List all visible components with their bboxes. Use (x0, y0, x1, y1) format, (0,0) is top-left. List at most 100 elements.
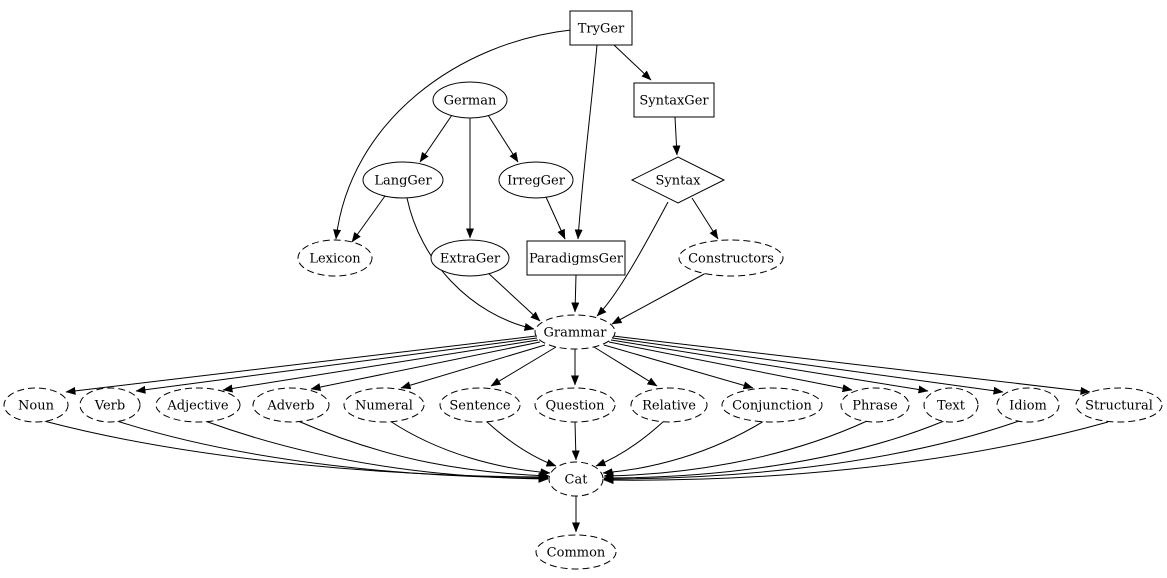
edge-Grammar-to-Text (610, 339, 929, 394)
edge-Numeral-to-Cat (389, 420, 551, 477)
node-label-Adjective: Adjective (166, 399, 228, 414)
node-label-Relative: Relative (642, 399, 696, 414)
edge-TryGer-to-SyntaxGer (613, 44, 652, 81)
edge-Text-to-Cat (603, 420, 945, 482)
node-label-TryGer: TryGer (578, 22, 625, 37)
node-label-Text: Text (937, 399, 966, 414)
node-label-Numeral: Numeral (355, 399, 413, 414)
node-shape-Sentence (439, 387, 521, 423)
node-shape-ExtraGer (430, 239, 510, 277)
edge-Grammar-to-Adjective (222, 339, 539, 393)
node-label-Structural: Structural (1085, 399, 1153, 414)
node-Structural: Structural (1075, 387, 1163, 423)
edge-TryGer-to-Lexicon (333, 29, 572, 240)
node-shape-Question (534, 387, 616, 423)
node-label-SyntaxGer: SyntaxGer (639, 94, 709, 109)
node-shape-Cat (548, 461, 604, 497)
node-Common: Common (535, 534, 617, 570)
node-label-Syntax: Syntax (656, 174, 702, 189)
node-label-Sentence: Sentence (449, 399, 511, 414)
node-label-Phrase: Phrase (852, 399, 898, 414)
node-label-Grammar: Grammar (544, 326, 608, 341)
node-label-Constructors: Constructors (688, 252, 774, 267)
edge-Conjunction-to-Cat (602, 420, 765, 477)
node-ExtraGer: ExtraGer (430, 239, 510, 277)
edge-Grammar-to-Verb (135, 337, 538, 394)
node-Lexicon: Lexicon (297, 239, 373, 277)
node-Adjective: Adjective (155, 387, 241, 423)
node-shape-Idiom (996, 387, 1060, 423)
edge-Grammar-to-Structural (612, 335, 1091, 395)
node-shape-Lexicon (297, 239, 373, 277)
node-shape-Conjunction (721, 387, 823, 423)
node-shape-IrregGer (498, 161, 574, 199)
node-ParadigmsGer: ParadigmsGer (526, 240, 626, 276)
node-label-Idiom: Idiom (1009, 399, 1047, 414)
edges-layer (43, 29, 1109, 533)
node-Conjunction: Conjunction (721, 387, 823, 423)
edge-German-to-IrregGer (487, 114, 519, 163)
node-label-ExtraGer: ExtraGer (440, 252, 501, 267)
node-Grammar: Grammar (534, 314, 616, 350)
node-Relative: Relative (630, 387, 708, 423)
node-Idiom: Idiom (996, 387, 1060, 423)
node-shape-Verb (79, 387, 141, 423)
edge-Grammar-to-Conjunction (603, 344, 754, 390)
node-shape-Constructors (678, 239, 784, 277)
edge-Constructors-to-Grammar (611, 272, 707, 325)
node-Syntax: Syntax (630, 156, 726, 204)
node-German: German (432, 81, 508, 119)
node-shape-Adjective (155, 387, 241, 423)
edge-Noun-to-Cat (43, 420, 549, 481)
node-shape-Relative (630, 387, 708, 423)
node-shape-LangGer (362, 161, 444, 199)
edge-Idiom-to-Cat (603, 420, 1020, 483)
node-shape-ParadigmsGer (526, 240, 626, 276)
edge-Syntax-to-Constructors (691, 197, 719, 240)
node-shape-Text (923, 387, 979, 423)
edge-ExtraGer-to-Grammar (486, 271, 541, 322)
node-shape-TryGer (569, 10, 633, 46)
node-Question: Question (534, 387, 616, 423)
node-label-Noun: Noun (18, 399, 55, 414)
node-label-LangGer: LangGer (374, 174, 432, 189)
node-label-Cat: Cat (565, 473, 589, 488)
node-shape-Structural (1075, 387, 1163, 423)
edge-Adjective-to-Cat (204, 420, 549, 483)
node-label-IrregGer: IrregGer (507, 174, 566, 189)
node-shape-Adverb (252, 387, 330, 423)
edge-Grammar-to-Idiom (611, 337, 1004, 395)
edge-Adverb-to-Cat (297, 420, 550, 480)
node-SyntaxGer: SyntaxGer (633, 82, 715, 118)
node-label-Lexicon: Lexicon (309, 252, 361, 267)
edge-ParadigmsGer-to-Grammar (571, 274, 580, 313)
node-label-Question: Question (546, 399, 606, 414)
node-label-Common: Common (547, 546, 606, 561)
node-label-ParadigmsGer: ParadigmsGer (529, 252, 624, 267)
edge-Structural-to-Cat (603, 421, 1109, 485)
edge-Question-to-Cat (571, 421, 580, 461)
node-IrregGer: IrregGer (498, 161, 574, 199)
node-Numeral: Numeral (343, 387, 425, 423)
node-Sentence: Sentence (439, 387, 521, 423)
node-LangGer: LangGer (362, 161, 444, 199)
edge-Sentence-to-Cat (485, 420, 557, 467)
edge-LangGer-to-Lexicon (351, 195, 386, 243)
edge-Grammar-to-Noun (65, 335, 537, 395)
edge-SyntaxGer-to-Syntax (672, 116, 681, 156)
node-shape-German (432, 81, 508, 119)
node-label-Adverb: Adverb (266, 399, 314, 414)
edge-Grammar-to-Relative (593, 346, 658, 387)
edge-LangGer-to-Grammar (406, 197, 535, 331)
edge-Grammar-to-Sentence (490, 346, 557, 387)
node-shape-Common (535, 534, 617, 570)
node-label-German: German (444, 94, 497, 109)
edge-Syntax-to-Grammar (596, 201, 669, 317)
node-Adverb: Adverb (252, 387, 330, 423)
edge-TryGer-to-ParadigmsGer (574, 44, 598, 240)
node-shape-SyntaxGer (633, 82, 715, 118)
edge-German-to-LangGer (419, 114, 453, 163)
node-Text: Text (923, 387, 979, 423)
